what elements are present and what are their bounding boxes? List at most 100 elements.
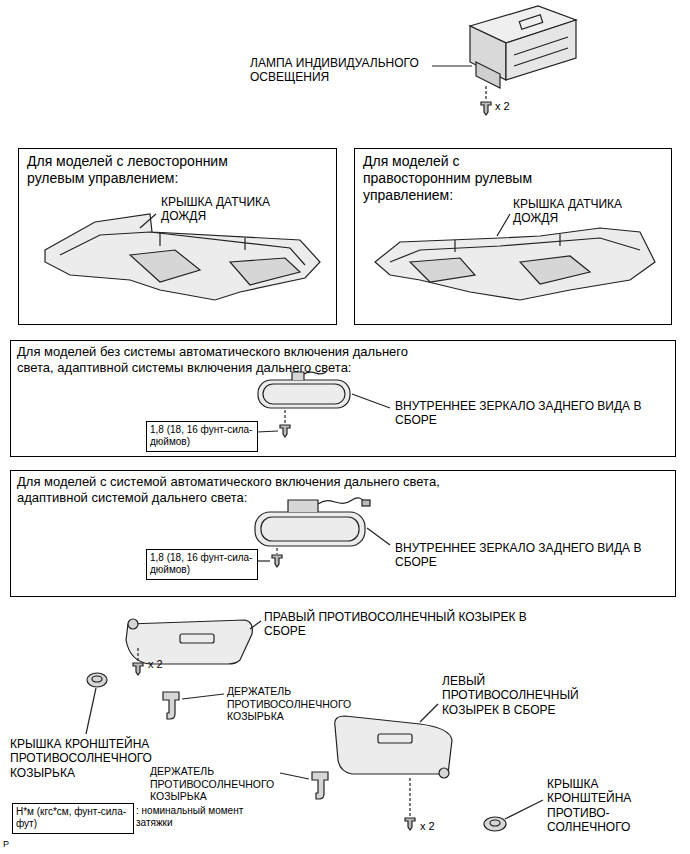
rain-sensor-cover-part (520, 256, 590, 284)
leader-line-part (86, 688, 96, 734)
leader-line (420, 704, 438, 722)
leader-line (182, 694, 224, 699)
part-label: ДЕРЖАТЕЛЬ ПРОТИВОСОЛНЕЧНОГО КОЗЫРЬКА (227, 685, 355, 723)
note-label: x 2 (495, 100, 510, 113)
torque-box: 1,8 (18, 16 фунт-сила-дюймов) (146, 421, 258, 452)
leader-line-part (140, 214, 156, 228)
leader-line-part (182, 694, 224, 699)
part-label: ЛЕВЫЙ ПРОТИВОСОЛНЕЧНЫЙ КОЗЫРЕК В СБОРЕ (442, 674, 584, 717)
leader-line-part (497, 214, 510, 236)
leader-line (257, 528, 390, 561)
part-name: КРЫШКА ДАТЧИКА ДОЖДЯ (161, 195, 296, 224)
variant-heading: Для моделей с системой автоматического в… (17, 474, 447, 505)
variant-panel: Для моделей с левосторонним рулевым упра… (18, 148, 337, 325)
variant-panel: Для моделей с системой автоматического в… (10, 470, 676, 597)
screw-part (485, 86, 486, 101)
note-label: x 2 (420, 820, 435, 833)
screw (481, 86, 491, 115)
sun-visor (126, 619, 252, 664)
bracket-cover (484, 817, 506, 831)
rear-view-mirror-part (362, 500, 370, 506)
rain-sensor-cover-part (159, 232, 160, 246)
screw (280, 410, 290, 437)
screw-part (272, 555, 282, 567)
leader-line (140, 214, 156, 228)
rain-sensor-cover (45, 214, 320, 300)
rain-sensor-cover-part (454, 240, 455, 252)
sun-visor-part (335, 716, 452, 774)
rear-view-mirror-part (288, 500, 318, 512)
rain-sensor-cover-part (45, 214, 320, 300)
rain-sensor-cover (375, 228, 655, 300)
screw-part (133, 663, 143, 675)
personal-lamp-part (514, 48, 568, 66)
leader-line-part (432, 65, 472, 66)
rain-sensor-cover-part (559, 234, 560, 246)
rear-view-mirror-part (318, 498, 364, 504)
rear-view-mirror-part (261, 517, 359, 541)
leader-line-part (280, 773, 309, 779)
leader-line (257, 394, 390, 432)
torque-box: 1,8 (18, 16 фунт-сила-дюймов) (146, 549, 258, 580)
personal-lamp (470, 6, 576, 88)
sun-visor-part (126, 620, 252, 664)
screw-part (481, 102, 491, 115)
leader-line-part (367, 528, 390, 545)
rain-sensor-cover-part (410, 258, 475, 282)
bracket-cover-part (484, 817, 506, 831)
leader-line-part (420, 704, 438, 722)
variant-heading: Для моделей с правосторонним рулевым упр… (363, 153, 568, 203)
variant-panel: Для моделей без системы автоматического … (10, 340, 676, 457)
torque-value: 1,8 (18, 16 фунт-сила-дюймов) (150, 424, 254, 448)
leader-line (250, 621, 261, 629)
part-name: ВНУТРЕННЕЕ ЗЕРКАЛО ЗАДНЕГО ВИДА В СБОРЕ (395, 399, 665, 428)
visor-holder (312, 772, 328, 799)
part-label: : номинальный момент затяжки (136, 805, 261, 829)
torque-box: Н*м (кгс*см, фунт-сила-фут) (12, 803, 134, 834)
leader-line-part (250, 621, 261, 629)
leader-line-part (505, 800, 543, 819)
rain-sensor-cover-part (375, 228, 655, 300)
rear-view-mirror (255, 498, 370, 546)
leader-line-part (257, 560, 270, 561)
part-label: КРЫШКА КРОНШТЕЙНА ПРОТИВОСОЛНЕЧНОГО КОЗЫ… (10, 737, 160, 780)
rear-view-mirror-part (255, 512, 365, 546)
note-label: x 2 (148, 658, 163, 671)
torque-value: 1,8 (18, 16 фунт-сила-дюймов) (150, 552, 254, 576)
part-label: ПРАВЫЙ ПРОТИВОСОЛНЕЧНЫЙ КОЗЫРЕК В СБОРЕ (264, 610, 564, 639)
variant-heading: Для моделей без системы автоматического … (17, 344, 447, 375)
screw (133, 648, 143, 675)
screw (272, 548, 282, 567)
variant-heading: Для моделей с левосторонним рулевым упра… (27, 153, 272, 187)
sun-visor-part (439, 768, 449, 778)
part-label: ДЕРЖАТЕЛЬ ПРОТИВОСОЛНЕЧНОГО КОЗЫРЬКА (150, 765, 278, 803)
screw-part (409, 778, 410, 817)
variant-panel: Для моделей с правосторонним рулевым упр… (354, 148, 672, 325)
personal-lamp-part (514, 37, 568, 55)
bracket-cover-part (92, 676, 102, 682)
bracket-cover (87, 673, 107, 687)
rear-view-mirror-part (263, 384, 345, 404)
rain-sensor-cover-part (130, 250, 200, 282)
personal-lamp-part (476, 62, 500, 88)
screw (405, 778, 415, 830)
leader-line-part (352, 394, 390, 408)
personal-lamp-part (506, 20, 576, 80)
leader-line-part (257, 431, 278, 432)
visor-holder (163, 692, 179, 719)
sun-visor-part (180, 634, 214, 643)
screw-part (280, 425, 290, 437)
torque-value: Н*м (кгс*см, фунт-сила-фут) (16, 806, 130, 830)
leader-line (432, 65, 472, 66)
screw-part (276, 548, 277, 554)
rain-sensor-cover-part (390, 238, 640, 262)
leader-line (280, 773, 309, 779)
part-name: ВНУТРЕННЕЕ ЗЕРКАЛО ЗАДНЕГО ВИДА В СБОРЕ (395, 541, 665, 570)
part-label: КРЫШКА КРОНШТЕЙНА ПРОТИВО-СОЛНЕЧНОГО (547, 777, 647, 835)
rear-view-mirror-part (258, 380, 350, 408)
screw-part (284, 410, 285, 424)
rain-sensor-cover-part (230, 258, 300, 285)
